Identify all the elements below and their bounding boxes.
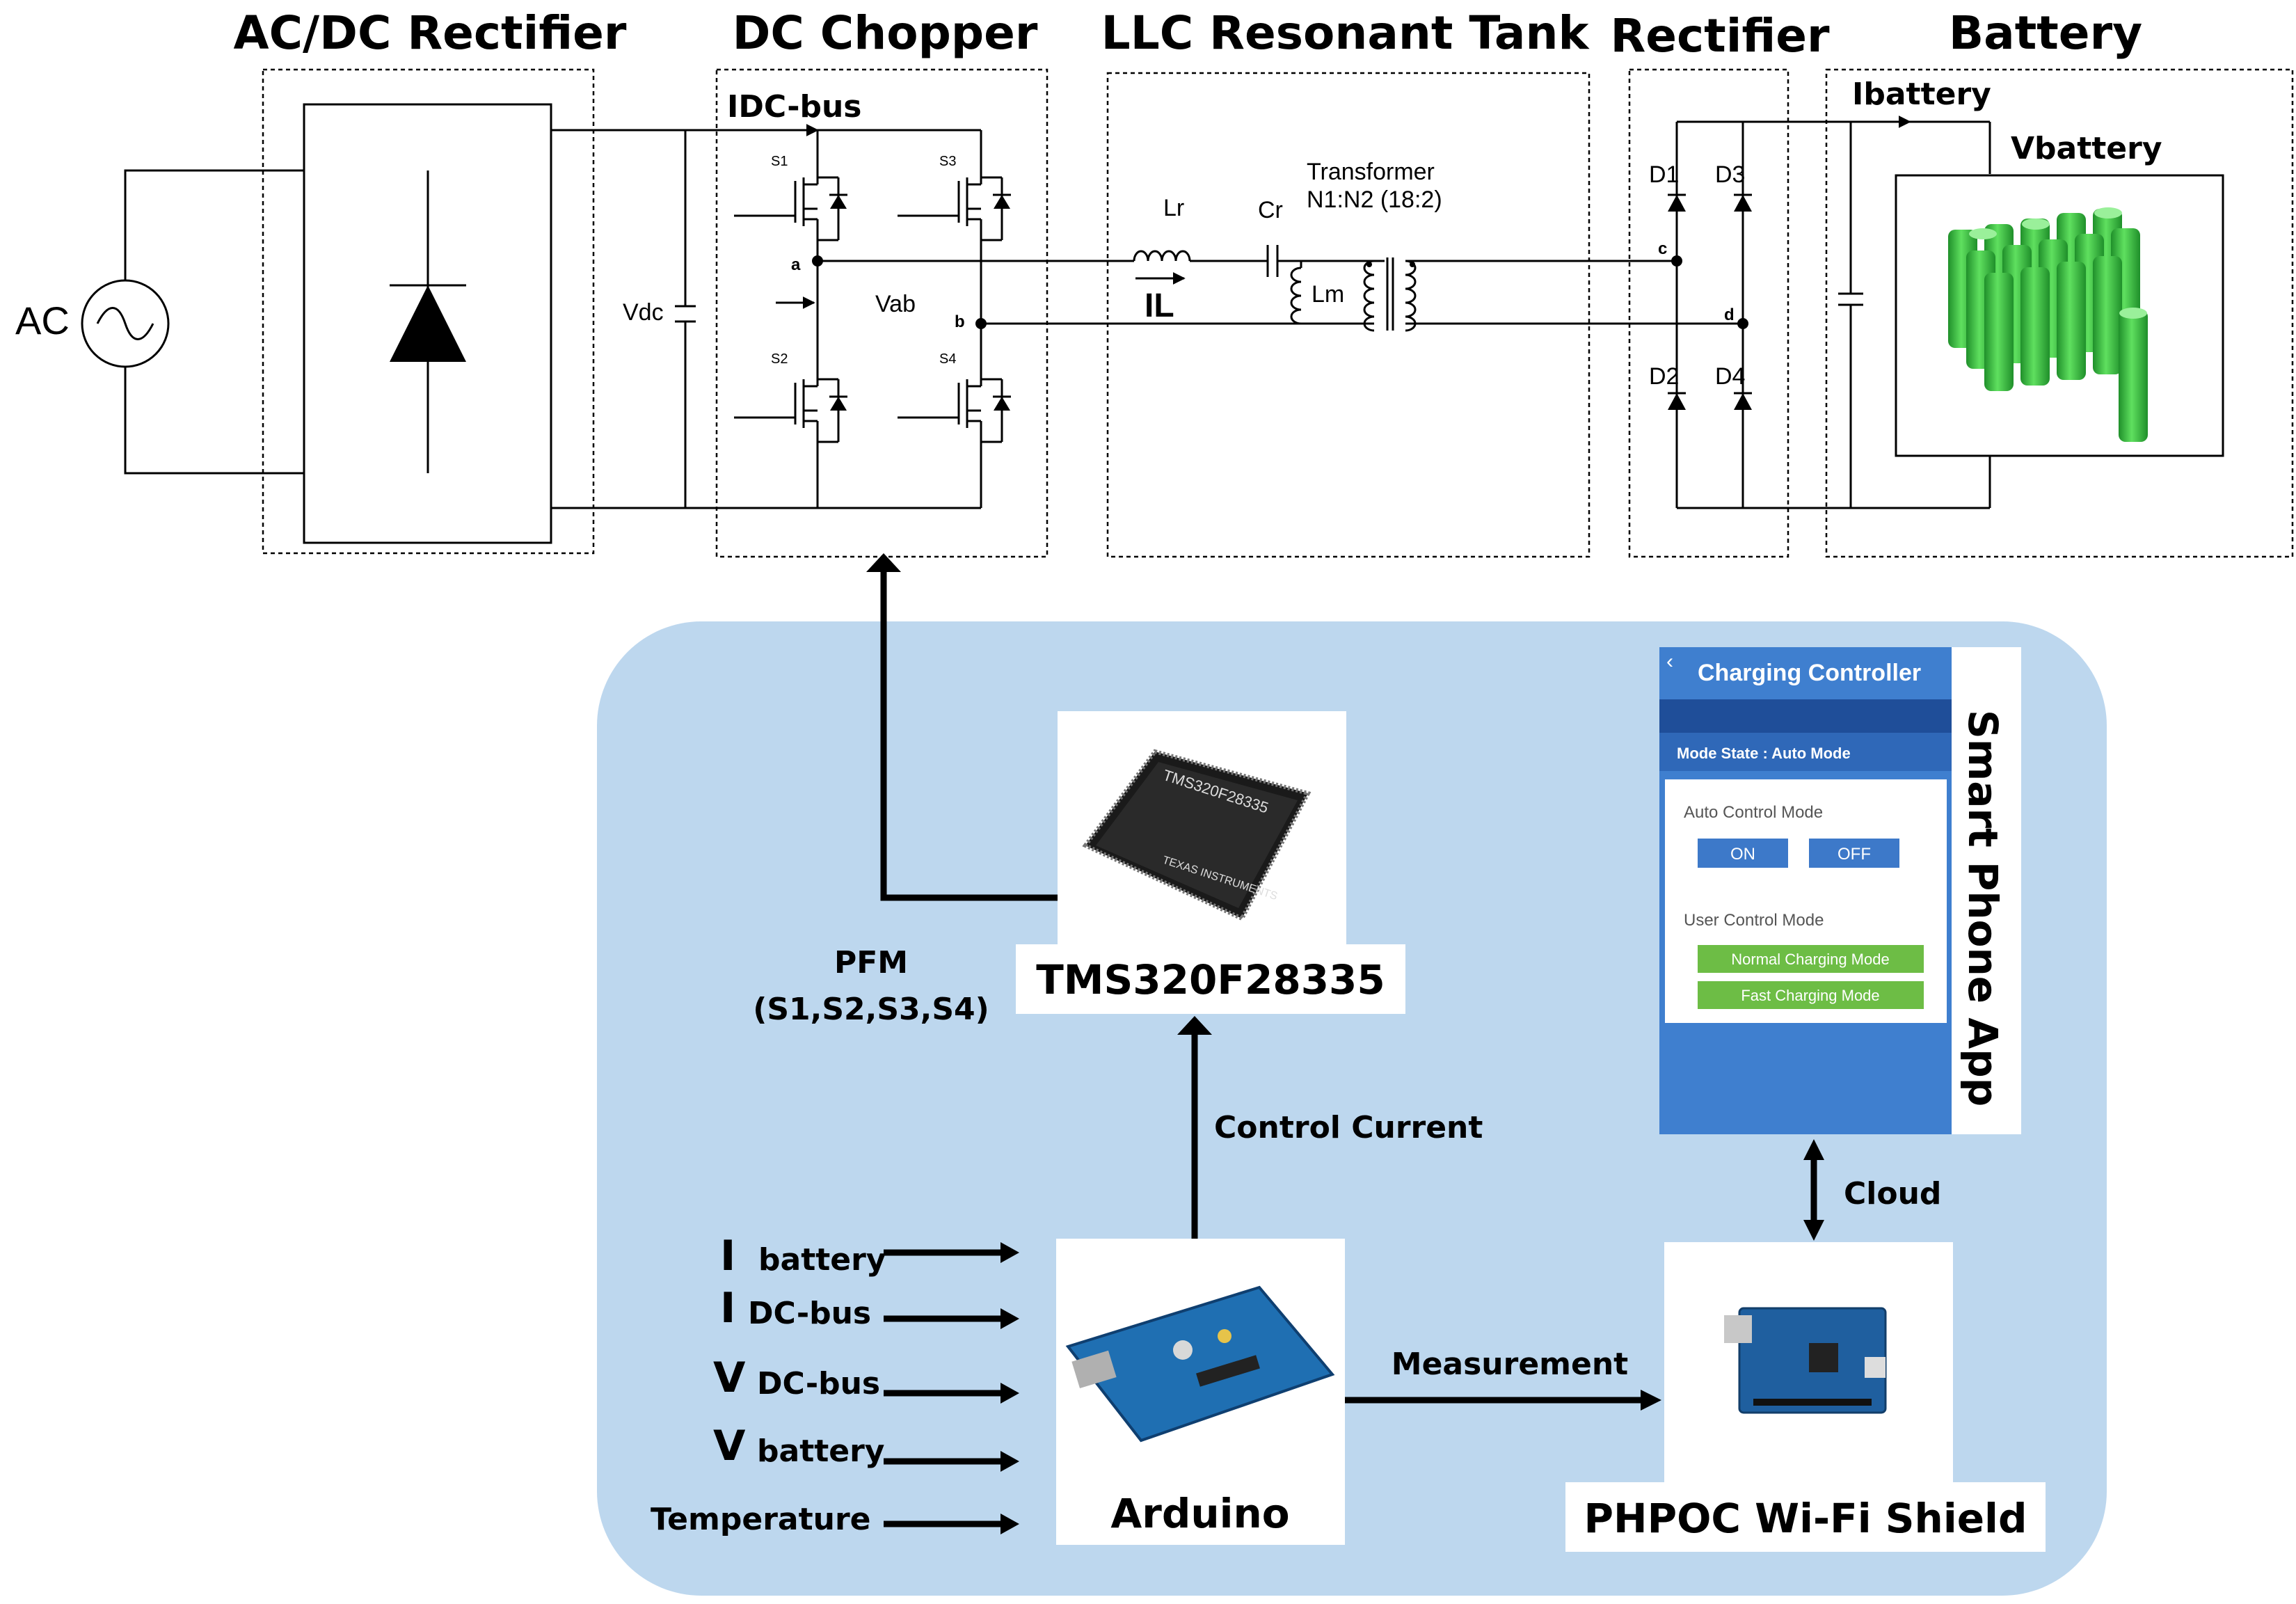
rectifier-diode-icon xyxy=(390,170,466,473)
input-battery-voltage: V battery xyxy=(713,1422,1019,1472)
inductor-lr-icon xyxy=(1133,250,1191,262)
section-title-battery: Battery xyxy=(1949,6,2142,60)
transformer-icon xyxy=(1301,257,1417,332)
normal-charging-label: Normal Charging Mode xyxy=(1731,951,1889,968)
svg-text:V: V xyxy=(713,1422,746,1470)
off-button-label: OFF xyxy=(1837,845,1871,864)
section-title-chopper: DC Chopper xyxy=(733,6,1038,60)
input-battery-current: I battery xyxy=(720,1232,1019,1280)
wifi-label: PHPOC Wi-Fi Shield xyxy=(1584,1495,2027,1542)
switch-s1-icon xyxy=(733,159,849,252)
section-title-acdc: AC/DC Rectifier xyxy=(234,6,627,60)
input-temperature: Temperature xyxy=(651,1502,1019,1537)
on-button-label: ON xyxy=(1730,845,1755,864)
s2-label: S2 xyxy=(771,351,788,367)
d4-label: D4 xyxy=(1715,363,1745,390)
node-a-label: a xyxy=(791,255,801,274)
input-dcbus-current: I DC-bus xyxy=(720,1284,1019,1333)
d2-label: D2 xyxy=(1649,363,1679,390)
ibattery-label: Ibattery xyxy=(1852,77,1991,112)
lm-label: Lm xyxy=(1312,281,1344,308)
dsp-chip-icon: TMS320F28335 TEXAS INSTRUMENTS xyxy=(1082,749,1312,921)
il-label: IL xyxy=(1145,287,1174,324)
svg-text:DC-bus: DC-bus xyxy=(748,1296,871,1331)
node-b-label: b xyxy=(955,312,965,331)
vab-label: Vab xyxy=(875,291,916,317)
ratio-label: N1:N2 (18:2) xyxy=(1307,186,1442,213)
normal-charging-button[interactable] xyxy=(1698,945,1924,973)
idc-bus-label: IDC-bus xyxy=(727,89,861,125)
acdc-box xyxy=(262,68,595,555)
svg-text:battery: battery xyxy=(757,1434,884,1469)
off-button[interactable] xyxy=(1809,839,1899,868)
vdc-label: Vdc xyxy=(623,299,664,326)
arduino-label: Arduino xyxy=(1110,1490,1289,1537)
dsp-label: TMS320F28335 xyxy=(1036,956,1385,1003)
section-title-rectifier: Rectifier xyxy=(1610,9,1830,63)
rectifier-box xyxy=(1628,68,1789,558)
svg-text:DC-bus: DC-bus xyxy=(757,1366,880,1401)
node-d-label: d xyxy=(1724,305,1735,324)
svg-text:battery: battery xyxy=(758,1242,886,1278)
switch-s4-icon xyxy=(896,360,1012,454)
mode-state-label: Mode State : Auto Mode xyxy=(1677,745,1851,762)
cr-label: Cr xyxy=(1258,197,1283,223)
control-current-label: Control Current xyxy=(1214,1110,1483,1145)
s4-label: S4 xyxy=(939,351,956,367)
s1-label: S1 xyxy=(771,154,788,169)
arduino-board-icon xyxy=(1065,1285,1335,1443)
d3-label: D3 xyxy=(1715,161,1745,188)
svg-text:I: I xyxy=(720,1232,735,1280)
svg-text:Temperature: Temperature xyxy=(651,1502,871,1537)
battery-box xyxy=(1825,68,2294,558)
switch-s2-icon xyxy=(733,360,849,454)
input-dcbus-voltage: V DC-bus xyxy=(713,1353,1019,1404)
ac-source-icon xyxy=(81,279,170,368)
battery-cells-image xyxy=(1948,207,2148,442)
node-c-label: c xyxy=(1658,239,1667,258)
wifi-label-box xyxy=(1565,1482,2046,1552)
cloud-label: Cloud xyxy=(1844,1176,1941,1212)
section-title-llc: LLC Resonant Tank xyxy=(1101,6,1591,60)
on-button[interactable] xyxy=(1698,839,1788,868)
app-title: Charging Controller xyxy=(1698,660,1921,686)
wifi-shield-icon xyxy=(1724,1307,1887,1414)
transformer-label: Transformer xyxy=(1307,159,1435,185)
smartphone-app-screen: ‹ Charging Controller Mode State : Auto … xyxy=(1659,647,1952,1134)
measurement-label: Measurement xyxy=(1392,1347,1628,1382)
ac-label: AC xyxy=(15,299,70,342)
fast-charging-label: Fast Charging Mode xyxy=(1741,987,1879,1004)
switch-s3-icon xyxy=(896,159,1012,252)
fast-charging-button[interactable] xyxy=(1698,981,1924,1009)
user-mode-label: User Control Mode xyxy=(1684,911,1824,930)
svg-text:I: I xyxy=(720,1284,735,1333)
s3-label: S3 xyxy=(939,154,956,169)
vbattery-label: Vbattery xyxy=(2011,131,2162,166)
inductor-lm-icon xyxy=(1290,267,1302,325)
d1-label: D1 xyxy=(1649,161,1679,188)
auto-mode-label: Auto Control Mode xyxy=(1684,803,1823,822)
svg-text:V: V xyxy=(713,1353,746,1402)
back-chevron-icon[interactable]: ‹ xyxy=(1666,650,1673,673)
dsp-label-box xyxy=(1016,944,1405,1014)
llc-box xyxy=(1106,72,1591,558)
pfm-label: PFM xyxy=(834,945,908,980)
pfm-switches-label: (S1,S2,S3,S4) xyxy=(753,992,989,1027)
lr-label: Lr xyxy=(1163,195,1184,221)
smartphone-label: Smart Phone App xyxy=(1959,710,2007,1106)
